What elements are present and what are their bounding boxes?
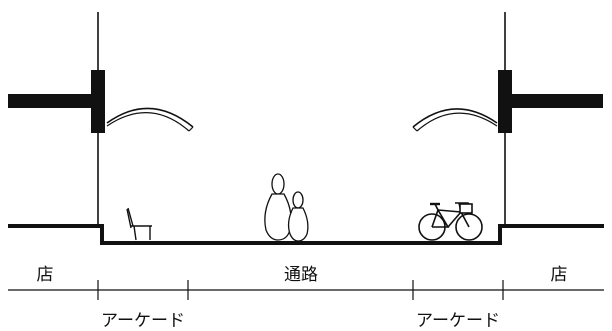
- ground-line: [8, 224, 604, 245]
- left-canopy: [106, 107, 194, 132]
- label-arcade-right: アーケード: [416, 311, 500, 331]
- label-arcade-left: アーケード: [101, 311, 185, 331]
- label-shop-left: 店: [37, 265, 54, 285]
- left-floor-slab: [8, 94, 92, 108]
- bicycle-icon: [418, 202, 483, 241]
- people-silhouette-icon: [264, 173, 309, 242]
- bench-icon: [126, 207, 152, 241]
- label-passage: 通路: [284, 265, 318, 285]
- right-canopy: [412, 108, 498, 132]
- right-column: [498, 70, 512, 133]
- label-shop-right: 店: [551, 265, 568, 285]
- right-floor-slab: [511, 94, 603, 108]
- left-column: [91, 70, 105, 133]
